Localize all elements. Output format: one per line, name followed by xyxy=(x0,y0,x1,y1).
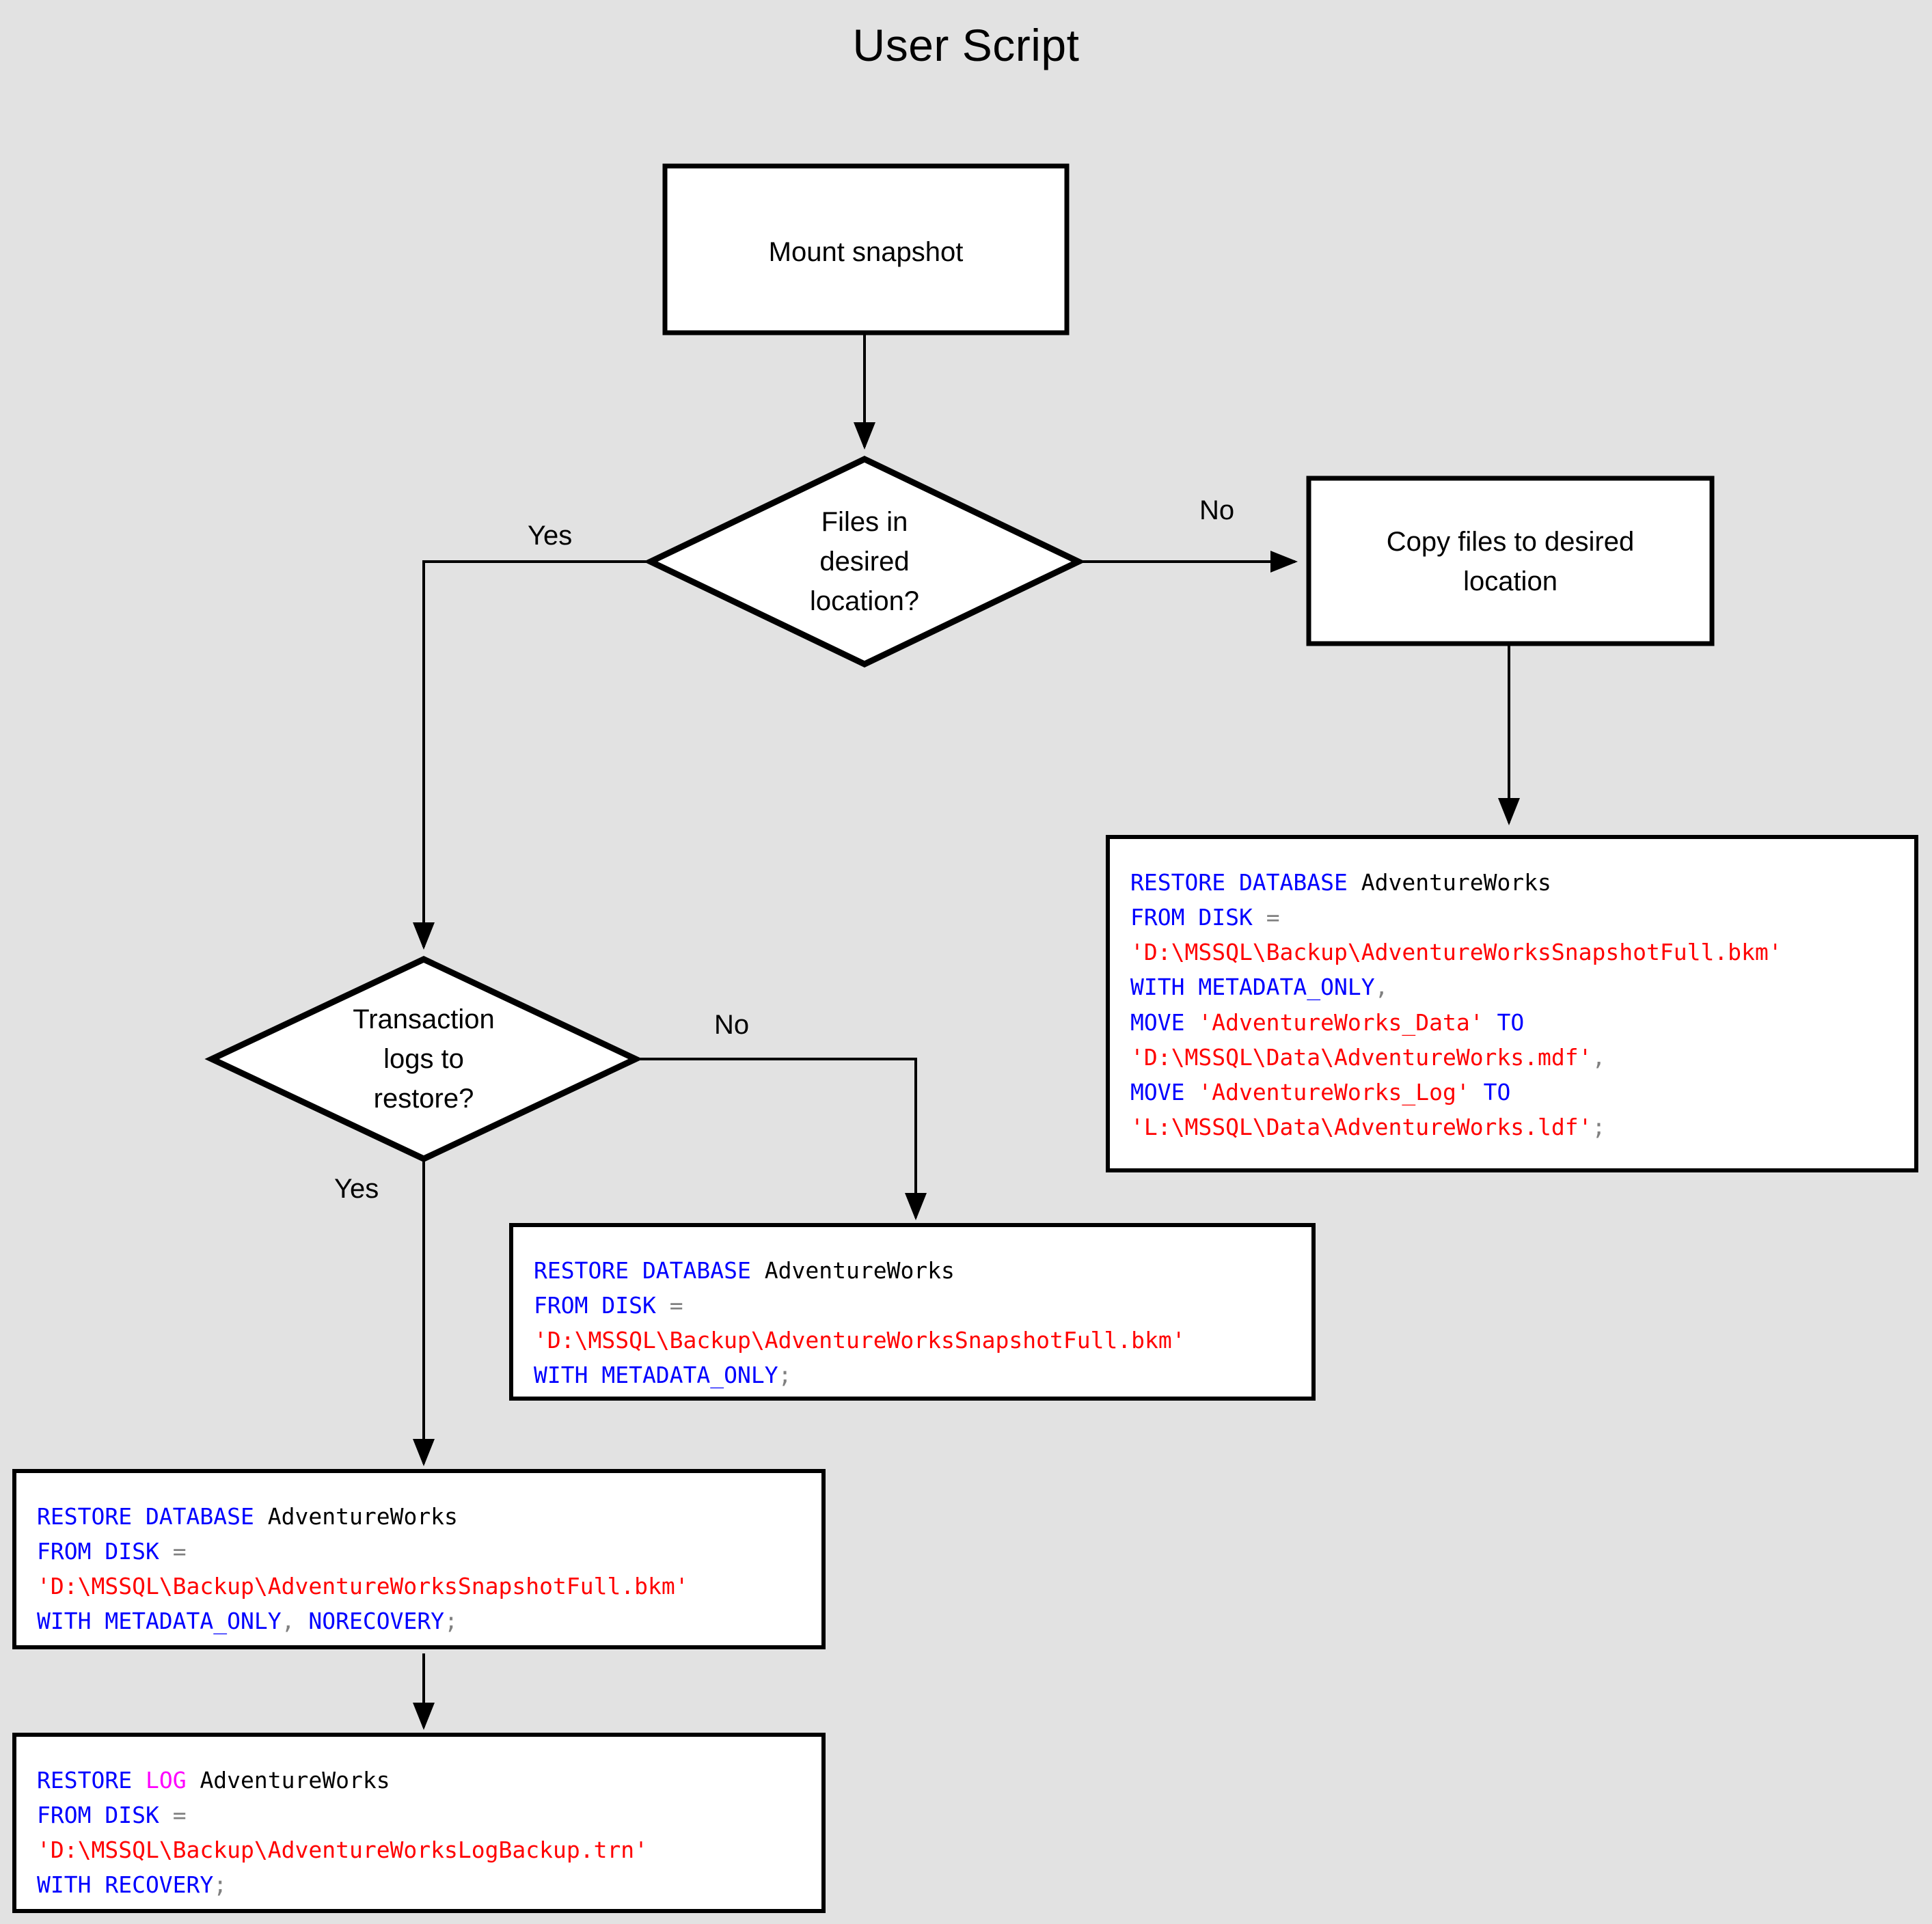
code-line: 'L:\MSSQL\Data\AdventureWorks.ldf'; xyxy=(1130,1110,1895,1144)
code-token-kw: FROM DISK xyxy=(37,1802,173,1829)
code-line: FROM DISK = xyxy=(1130,900,1895,935)
code-token-pun: = xyxy=(172,1538,187,1565)
code-line: 'D:\MSSQL\Backup\AdventureWorksSnapshotF… xyxy=(37,1569,802,1604)
code-line: FROM DISK = xyxy=(534,1288,1292,1323)
code-line: WITH RECOVERY; xyxy=(37,1867,802,1902)
code-line: RESTORE DATABASE AdventureWorks xyxy=(534,1253,1292,1288)
edge-label-logs-no: No xyxy=(714,1010,750,1040)
code-token-kw: RESTORE DATABASE xyxy=(37,1503,268,1530)
edge-label-logs-yes: Yes xyxy=(334,1174,379,1204)
code-token-pun: ; xyxy=(213,1871,228,1899)
code-line: RESTORE DATABASE AdventureWorks xyxy=(37,1499,802,1534)
edge-files-yes-to-logs xyxy=(413,560,651,950)
code-token-id: AdventureWorks xyxy=(200,1767,390,1794)
code-token-kw: TO xyxy=(1483,1008,1525,1036)
code-token-kw2: LOG xyxy=(145,1767,187,1794)
node-transaction-logs[interactable] xyxy=(204,956,643,1162)
code-token-kw: RESTORE xyxy=(37,1767,146,1794)
code-token-pun: ; xyxy=(1592,1113,1606,1140)
code-token-str: 'AdventureWorks_Log' xyxy=(1198,1078,1470,1105)
code-token-kw: WITH METADATA_ONLY xyxy=(1130,974,1375,1001)
code-token-kw: WITH RECOVERY xyxy=(37,1871,214,1899)
code-token-kw: TO xyxy=(1469,1078,1511,1105)
code-line: 'D:\MSSQL\Backup\AdventureWorksLogBackup… xyxy=(37,1832,802,1867)
code-line: WITH METADATA_ONLY, NORECOVERY; xyxy=(37,1604,802,1638)
code-token-pun: ; xyxy=(778,1362,792,1389)
code-token-kw: NORECOVERY xyxy=(308,1608,445,1635)
code-token-kw: MOVE xyxy=(1130,1008,1199,1036)
code-token-kw: WITH METADATA_ONLY xyxy=(37,1608,282,1635)
node-files-in-desired-location[interactable] xyxy=(643,456,1086,668)
code-line: FROM DISK = xyxy=(37,1798,802,1832)
code-token-pun: ; xyxy=(444,1608,458,1635)
code-token-id xyxy=(187,1767,200,1794)
code-token-str: 'D:\MSSQL\Backup\AdventureWorksLogBackup… xyxy=(37,1837,649,1864)
code-token-pun: = xyxy=(1266,904,1280,931)
code-token-kw: WITH METADATA_ONLY xyxy=(534,1362,778,1389)
code-line: 'D:\MSSQL\Backup\AdventureWorksSnapshotF… xyxy=(534,1323,1292,1358)
code-token-str: 'D:\MSSQL\Backup\AdventureWorksSnapshotF… xyxy=(534,1327,1186,1354)
code-line: RESTORE LOG AdventureWorks xyxy=(37,1763,802,1798)
code-line: FROM DISK = xyxy=(37,1534,802,1569)
code-token-str: 'D:\MSSQL\Backup\AdventureWorksSnapshotF… xyxy=(37,1573,689,1600)
code-line: RESTORE DATABASE AdventureWorks xyxy=(1130,865,1895,900)
code-token-kw: RESTORE DATABASE xyxy=(534,1257,765,1284)
code-token-pun: , xyxy=(1374,974,1389,1001)
code-token-pun: , xyxy=(1592,1043,1606,1071)
code-token-str: 'L:\MSSQL\Data\AdventureWorks.ldf' xyxy=(1130,1113,1592,1140)
code-line: MOVE 'AdventureWorks_Data' TO xyxy=(1130,1005,1895,1040)
code-token-str: 'D:\MSSQL\Data\AdventureWorks.mdf' xyxy=(1130,1043,1592,1071)
code-token-kw: FROM DISK xyxy=(1130,904,1266,931)
code-token-pun: , xyxy=(281,1608,309,1635)
page-title: User Script xyxy=(852,20,1080,70)
code-line: WITH METADATA_ONLY; xyxy=(534,1358,1292,1392)
code-token-pun: = xyxy=(172,1802,187,1829)
code-line: WITH METADATA_ONLY, xyxy=(1130,970,1895,1004)
code-token-kw: FROM DISK xyxy=(534,1292,670,1319)
code-line: 'D:\MSSQL\Backup\AdventureWorksSnapshotF… xyxy=(1130,935,1895,970)
node-mount-snapshot[interactable] xyxy=(662,163,1070,335)
code-token-id: AdventureWorks xyxy=(267,1503,458,1530)
code-token-str: 'D:\MSSQL\Backup\AdventureWorksSnapshotF… xyxy=(1130,939,1782,966)
edge-label-files-yes: Yes xyxy=(528,521,573,551)
code-token-kw: FROM DISK xyxy=(37,1538,173,1565)
code-token-kw: RESTORE DATABASE xyxy=(1130,869,1361,896)
code-token-str: 'AdventureWorks_Data' xyxy=(1198,1008,1484,1036)
code-token-id: AdventureWorks xyxy=(1361,869,1551,896)
code-line: 'D:\MSSQL\Data\AdventureWorks.mdf', xyxy=(1130,1040,1895,1075)
code-line: MOVE 'AdventureWorks_Log' TO xyxy=(1130,1075,1895,1110)
code-token-kw: MOVE xyxy=(1130,1078,1199,1105)
code-token-pun: = xyxy=(669,1292,683,1319)
edge-label-files-no: No xyxy=(1199,495,1235,525)
code-token-id: AdventureWorks xyxy=(764,1257,955,1284)
node-copy-files[interactable] xyxy=(1306,476,1715,646)
edge-logs-no-to-metadata xyxy=(636,1058,927,1220)
